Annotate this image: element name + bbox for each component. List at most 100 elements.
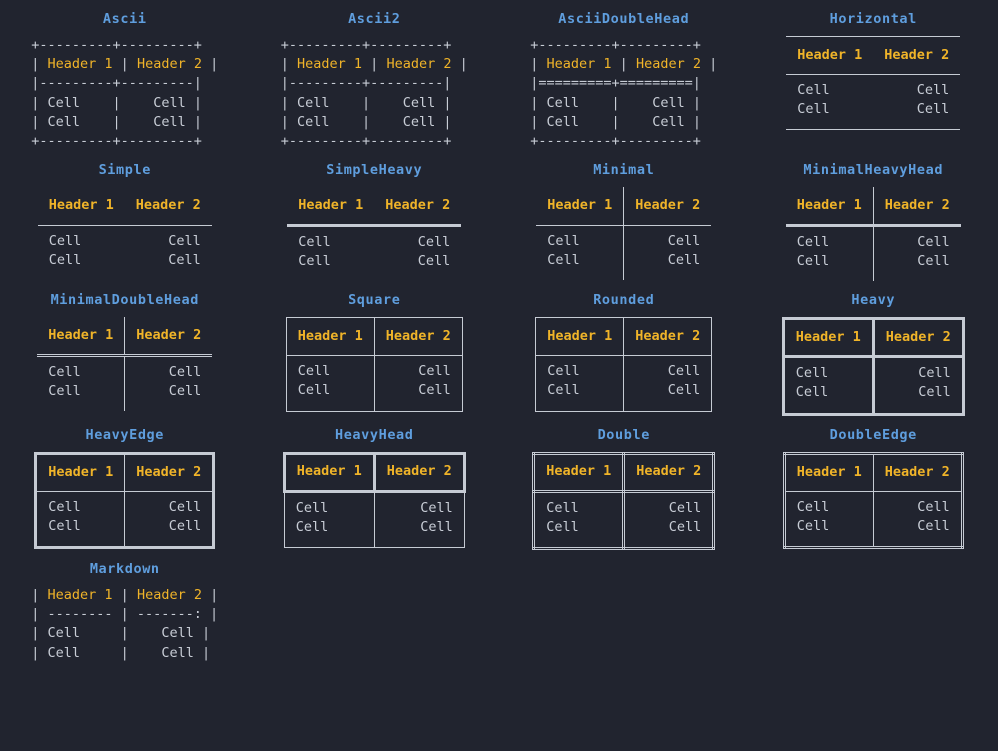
column-header: Header 1 <box>532 451 626 493</box>
table-row: Cell Cell Cell Cell <box>535 355 712 412</box>
column-header: Header 1 <box>282 451 376 493</box>
ascii-table: +---------+---------+ | Header 1 | Heade… <box>530 37 718 150</box>
table-title: Double <box>597 426 650 443</box>
table-title: HeavyEdge <box>85 426 165 443</box>
column-header: Header 2 <box>873 187 961 227</box>
table-row: Cell Cell Cell Cell <box>786 75 960 130</box>
column-header: Header 1 <box>535 317 625 357</box>
column-header: Header 1 <box>783 452 874 492</box>
ascii-table: | Header 1 | Header 2 | | -------- | ---… <box>31 586 219 661</box>
table-cell: Cell Cell <box>667 363 701 399</box>
table-cell: Cell Cell <box>783 490 874 548</box>
column-header: Header 2 <box>373 317 463 357</box>
column-header: Header 2 <box>374 187 462 227</box>
column-header: Header 2 <box>124 317 213 357</box>
column-header: Header 2 <box>872 452 963 492</box>
table-cell: Cell Cell <box>622 489 716 550</box>
ascii-table: +---------+---------+ | Header 1 | Heade… <box>280 37 468 150</box>
table-title: MinimalDoubleHead <box>50 292 199 309</box>
column-header: Header 1 <box>287 187 375 227</box>
table-cell: Cell Cell <box>667 232 701 268</box>
table-title: DoubleEdge <box>829 426 917 443</box>
table-title: Heavy <box>851 292 896 309</box>
column-header: Header 1 <box>285 317 375 357</box>
table-title: Ascii <box>102 11 147 27</box>
table-title: Markdown <box>89 560 160 577</box>
table-cell: Cell Cell <box>535 355 625 412</box>
table-block-ascii: Ascii +---------+---------+ | Header 1 | … <box>0 0 250 151</box>
ascii-table: +---------+---------+ | Header 1 | Heade… <box>31 37 219 150</box>
column-header: Header 2 <box>623 317 712 357</box>
table-title: Horizontal <box>829 11 917 27</box>
column-header: Header 1 <box>785 187 874 227</box>
table-cell: Cell Cell <box>797 82 830 118</box>
table-title: SimpleHeavy <box>326 162 423 179</box>
table-title: Ascii2 <box>348 11 401 27</box>
table-cell: Cell Cell <box>916 82 950 118</box>
table-cell: Cell Cell <box>35 490 126 548</box>
column-header: Header 1 <box>781 317 875 359</box>
column-header: Header 2 <box>124 187 212 226</box>
table-cell: Cell Cell <box>532 489 626 550</box>
table-cell: Cell Cell <box>785 225 874 282</box>
column-header: Header 1 <box>35 452 126 492</box>
table-cell: Cell Cell <box>872 490 963 548</box>
table-title: HeavyHead <box>334 426 414 443</box>
column-header: Header 2 <box>622 451 716 493</box>
column-header: Header 2 <box>372 451 466 493</box>
table-cell: Cell Cell <box>871 355 965 416</box>
column-header: Header 1 <box>37 187 125 226</box>
table-cell: Cell Cell <box>48 232 82 268</box>
table-cell: Cell Cell <box>168 363 202 399</box>
table-cell: Cell Cell <box>417 233 451 269</box>
table-block-ascii2: Ascii2 +---------+---------+ | Header 1 |… <box>250 0 500 151</box>
table-cell: Cell Cell <box>37 355 126 412</box>
table-row: Cell Cell Cell Cell <box>37 355 212 412</box>
column-header: Header 2 <box>871 317 965 359</box>
column-header: Header 1 <box>37 317 126 357</box>
table-cell: Cell Cell <box>781 355 875 416</box>
table-title: Simple <box>98 162 151 179</box>
table-cell: Cell Cell <box>373 490 465 548</box>
table-cell: Cell Cell <box>285 355 375 412</box>
